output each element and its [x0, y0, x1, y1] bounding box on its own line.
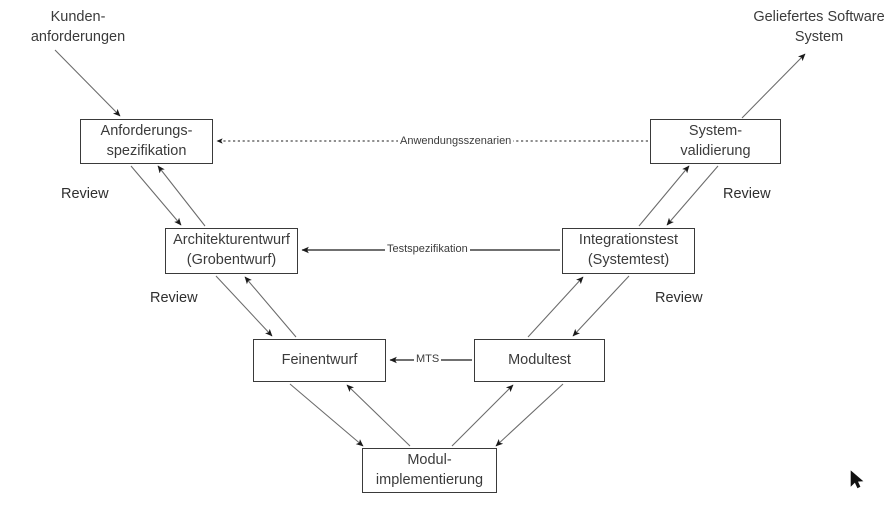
edge-systemvalidierung-to-geliefertes-system: [741, 53, 806, 119]
edge-systemvalidierung-to-integrationstest: [666, 165, 719, 226]
edge-architekturentwurf-to-anforderungsspezifikation: [157, 165, 206, 227]
edge-anforderungsspezifikation-to-architekturentwurf: [130, 165, 182, 226]
edge-integrationstest-to-modultest: [572, 275, 630, 337]
node-architekturentwurf[interactable]: Architekturentwurf (Grobentwurf): [165, 228, 298, 274]
node-anforderungsspezifikation[interactable]: Anforderungs- spezifikation: [80, 119, 213, 164]
edge-integrationstest-to-systemvalidierung: [638, 165, 690, 227]
node-integrationstest[interactable]: Integrationstest (Systemtest): [562, 228, 695, 274]
edge-architekturentwurf-to-feinentwurf: [215, 275, 273, 337]
label-geliefertes-software-system: Geliefertes Software System: [753, 9, 885, 45]
label-review-left-lower: Review: [150, 290, 198, 306]
label-review-right-lower: Review: [655, 290, 703, 306]
edge-modultest-to-modulimplementierung: [495, 383, 564, 447]
edge-modulimplementierung-to-modultest: [451, 384, 514, 447]
node-feinentwurf[interactable]: Feinentwurf: [253, 339, 386, 382]
label-testspezifikation: Testspezifikation: [385, 243, 470, 257]
edge-modultest-to-integrationstest: [527, 276, 584, 338]
label-review-right-upper: Review: [723, 186, 771, 202]
node-systemvalidierung[interactable]: System- validierung: [650, 119, 781, 164]
label-anwendungsszenarien: Anwendungsszenarien: [398, 135, 514, 149]
label-review-left-upper: Review: [61, 186, 109, 202]
edge-modulimplementierung-to-feinentwurf: [346, 384, 411, 447]
label-mts: MTS: [414, 353, 442, 367]
label-kundenanforderungen: Kunden- anforderungen: [30, 9, 126, 45]
node-modulimplementierung[interactable]: Modul- implementierung: [362, 448, 497, 493]
node-modultest[interactable]: Modultest: [474, 339, 605, 382]
edge-kundenanforderungen-to-anforderungsspezifikation: [54, 49, 121, 117]
edge-feinentwurf-to-architekturentwurf: [244, 276, 297, 338]
edge-feinentwurf-to-modulimplementierung: [289, 383, 364, 447]
